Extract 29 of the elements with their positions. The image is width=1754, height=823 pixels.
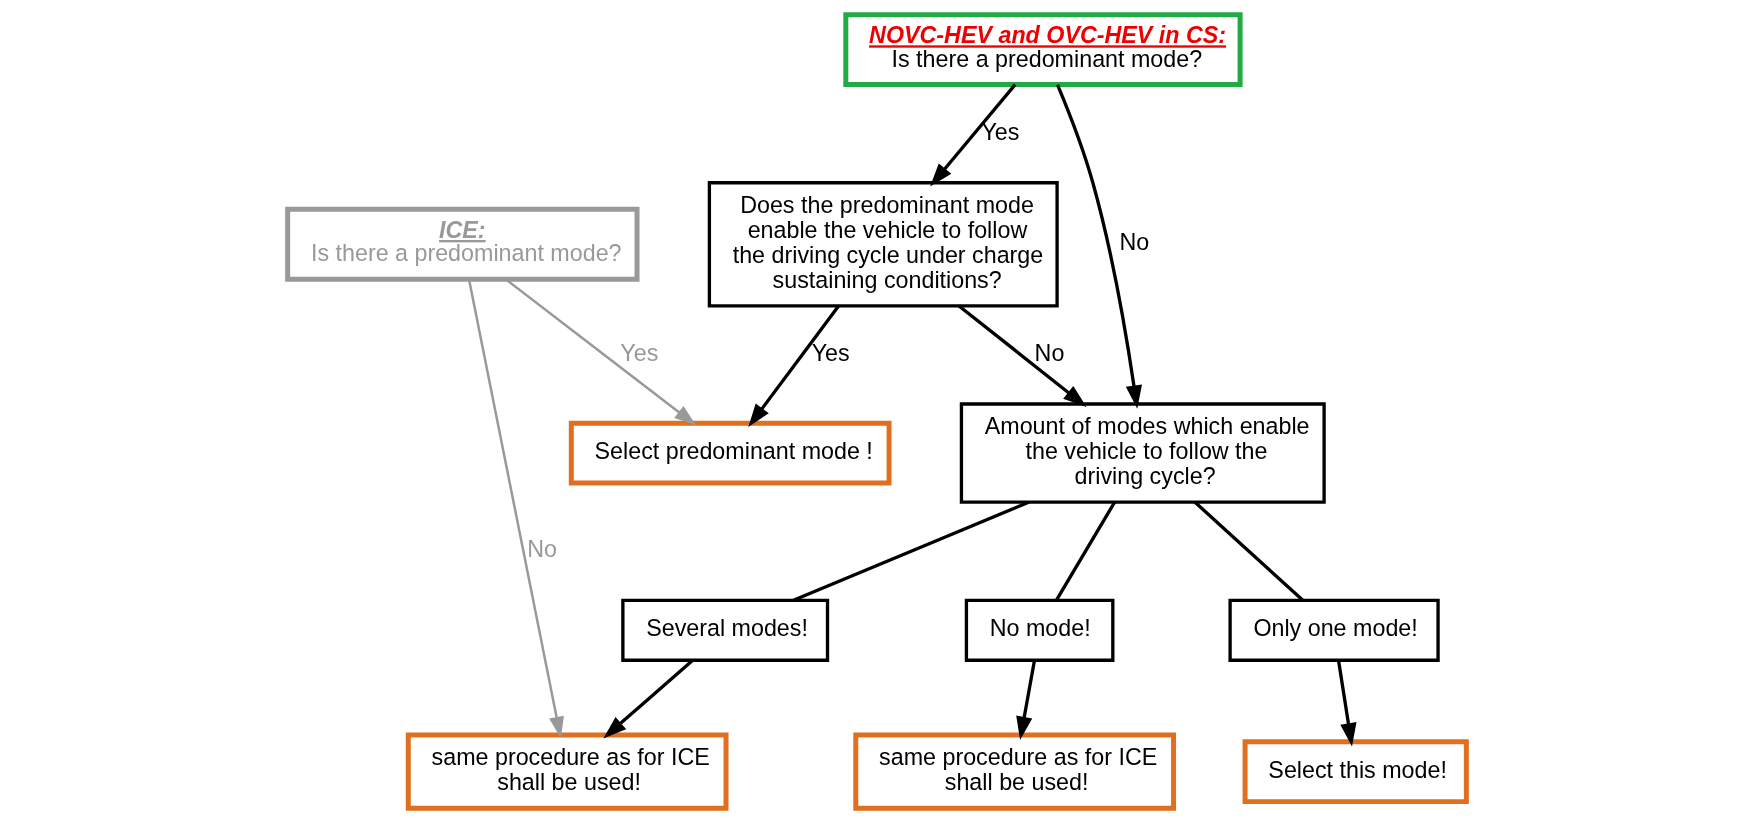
node-box: Only one mode! <box>1228 598 1440 662</box>
arrow <box>1016 660 1037 741</box>
node-box: Select this mode! <box>1242 739 1469 805</box>
node-box: Several modes! <box>621 598 830 662</box>
arrow <box>957 304 1087 407</box>
node-box: No mode! <box>964 598 1115 662</box>
connector <box>1193 501 1304 602</box>
edge-label: Yes <box>811 340 850 367</box>
edge-label: Yes <box>981 118 1020 145</box>
edge-label: No <box>1119 229 1150 256</box>
node-box: Select predominant mode ! <box>568 420 892 486</box>
arrow <box>603 659 694 739</box>
arrow <box>1336 660 1357 747</box>
connector <box>792 500 1030 602</box>
arrow <box>467 279 564 739</box>
edge-label: No <box>1034 340 1065 367</box>
arrow <box>1056 84 1142 409</box>
node-box: same procedure as for ICE shall be used! <box>853 732 1177 811</box>
arrow <box>930 83 1017 187</box>
node-box: Does the predominant mode enable the vehicle to follow the driving cycle under charge sustaining conditions? <box>707 181 1059 308</box>
edge-label: No <box>527 536 557 563</box>
edge-label: Yes <box>620 340 659 367</box>
node-box: ICE: Is there a predominant mode? <box>285 206 640 282</box>
arrow <box>505 278 697 426</box>
node-box: Amount of modes which enable the vehicle to follow the driving cycle? <box>959 402 1326 504</box>
connector <box>1055 501 1116 602</box>
arrow <box>748 304 840 428</box>
node-box: NOVC-HEV and OVC-HEV in CS: Is there a predominant mode? <box>843 12 1243 88</box>
node-box: same procedure as for ICE shall be used! <box>405 732 729 811</box>
